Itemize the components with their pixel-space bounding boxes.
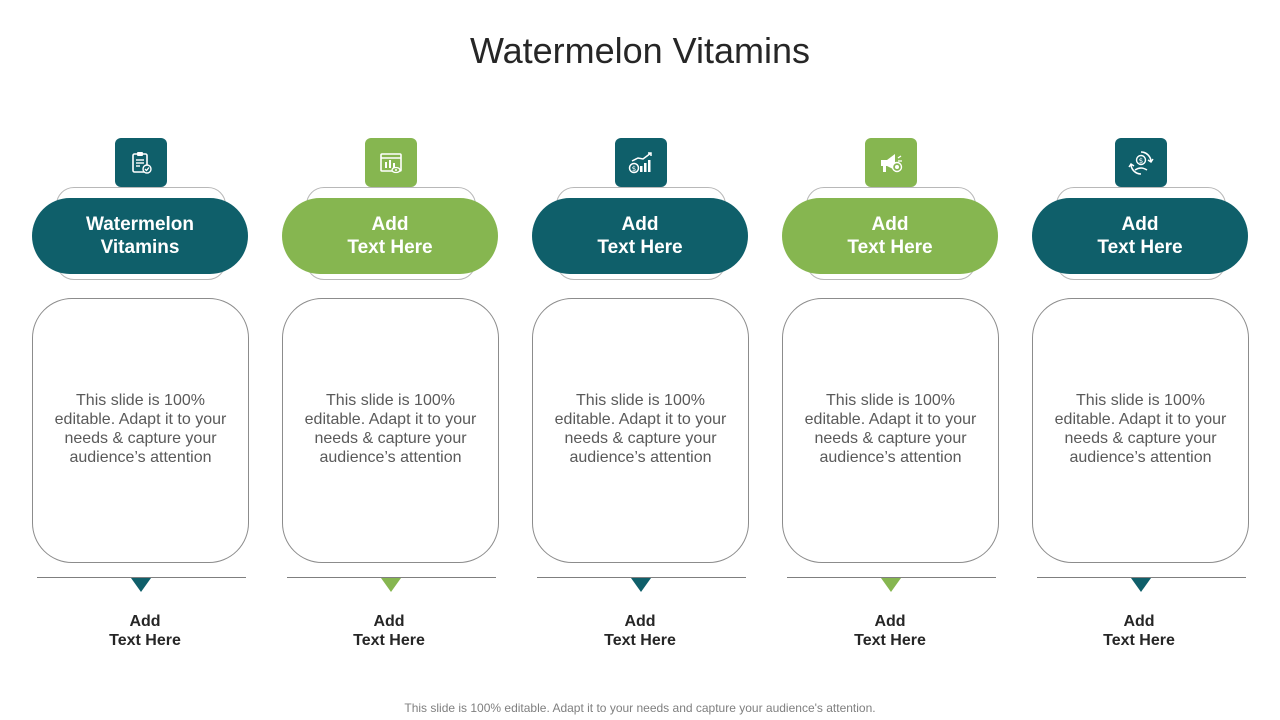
card-text-3: This slide is 100% editable. Adapt it to… <box>554 391 727 466</box>
icon-box-3: $ <box>615 138 667 187</box>
content-card-2: This slide is 100% editable. Adapt it to… <box>282 298 499 563</box>
card-text-5: This slide is 100% editable. Adapt it to… <box>1054 391 1227 466</box>
card-text-1: This slide is 100% editable. Adapt it to… <box>54 391 227 466</box>
report-chart-eye-icon <box>380 152 402 173</box>
icon-box-5: $ <box>1115 138 1167 187</box>
bottom-label-5: Add Text Here <box>1103 613 1175 649</box>
slide-footer: This slide is 100% editable. Adapt it to… <box>404 701 876 715</box>
pill-heading-4: Add Text Here <box>782 198 998 274</box>
column-4: Add Text Here This slide is 100% editabl… <box>782 0 1000 720</box>
svg-text:$: $ <box>632 165 636 173</box>
pointer-triangle-5 <box>1131 578 1151 592</box>
content-card-4: This slide is 100% editable. Adapt it to… <box>782 298 999 563</box>
divider-line-2 <box>287 577 496 578</box>
divider-line-3 <box>537 577 746 578</box>
svg-text:$: $ <box>1139 157 1143 165</box>
bottom-label-1: Add Text Here <box>109 613 181 649</box>
pointer-triangle-3 <box>631 578 651 592</box>
icon-box-2 <box>365 138 417 187</box>
content-card-3: This slide is 100% editable. Adapt it to… <box>532 298 749 563</box>
pill-heading-2: Add Text Here <box>282 198 498 274</box>
divider-line-1 <box>37 577 246 578</box>
icon-box-1 <box>115 138 167 187</box>
dollar-cycle-icon: $ <box>1128 150 1154 175</box>
content-card-5: This slide is 100% editable. Adapt it to… <box>1032 298 1249 563</box>
slide-title: Watermelon Vitamins <box>469 30 811 71</box>
pointer-triangle-4 <box>881 578 901 592</box>
clipboard-check-icon <box>132 151 152 174</box>
bottom-label-3: Add Text Here <box>604 613 676 649</box>
icon-box-4 <box>865 138 917 187</box>
bottom-label-4: Add Text Here <box>854 613 926 649</box>
column-2: Add Text Here This slide is 100% editabl… <box>282 0 500 720</box>
pill-heading-3: Add Text Here <box>532 198 748 274</box>
column-5: $ Add Text Here This slide is 100% edita… <box>1032 0 1250 720</box>
divider-line-4 <box>787 577 996 578</box>
card-text-2: This slide is 100% editable. Adapt it to… <box>304 391 477 466</box>
pill-heading-5: Add Text Here <box>1032 198 1248 274</box>
column-1: Watermelon Vitamins This slide is 100% e… <box>32 0 250 720</box>
content-card-1: This slide is 100% editable. Adapt it to… <box>32 298 249 563</box>
card-text-4: This slide is 100% editable. Adapt it to… <box>804 391 977 466</box>
column-3: $ Add Text Here This slide is 100% edita… <box>532 0 750 720</box>
divider-line-5 <box>1037 577 1246 578</box>
megaphone-award-icon <box>881 153 903 172</box>
pointer-triangle-2 <box>381 578 401 592</box>
pill-heading-1: Watermelon Vitamins <box>32 198 248 274</box>
bottom-label-2: Add Text Here <box>353 613 425 649</box>
pointer-triangle-1 <box>131 578 151 592</box>
money-growth-chart-icon: $ <box>628 151 652 173</box>
